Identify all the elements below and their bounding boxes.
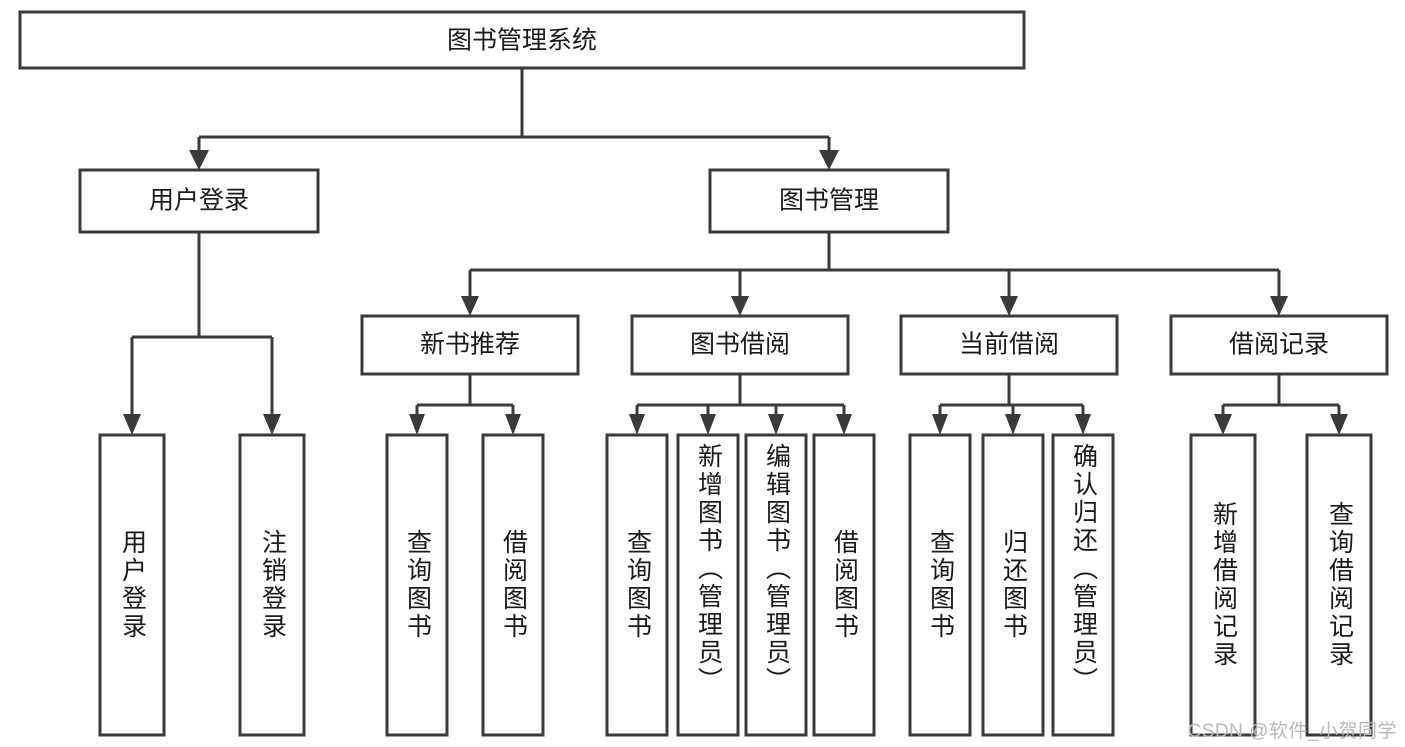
node-borrow-record-rect[interactable] [1169, 314, 1389, 376]
leaf-query-book-2-rect[interactable] [605, 433, 669, 737]
arrow-head-leaf-user-logout [263, 414, 281, 435]
node-user-login-rect[interactable] [78, 168, 320, 234]
node-current-borrow-rect[interactable] [899, 314, 1119, 376]
leaf-query-book-3-rect[interactable] [908, 433, 972, 737]
leaf-query-record-rect[interactable] [1305, 433, 1373, 737]
arrow-head-leaf-query-book-3 [932, 414, 948, 435]
node-book-manage-label: 图书管理 [779, 187, 879, 215]
arrow-head-leaf-query-book-1 [409, 414, 425, 435]
node-user-login[interactable]: 用户登录 [78, 168, 320, 234]
node-book-borrow-rect[interactable] [630, 314, 850, 376]
node-layer: 图书管理系统 用户登录 图书管理 新书推荐 图书借阅 当前 [18, 10, 1389, 737]
node-new-book-recommend-rect[interactable] [360, 314, 580, 376]
arrow-head-leaf-confirm-return [1075, 414, 1091, 435]
arrow-head-leaf-borrow-book-1 [505, 414, 521, 435]
node-borrow-record[interactable]: 借阅记录 [1169, 314, 1389, 376]
node-current-borrow-label: 当前借阅 [959, 331, 1059, 359]
leaf-return-book-rect[interactable] [981, 433, 1045, 737]
node-new-book-recommend[interactable]: 新书推荐 [360, 314, 580, 376]
leaf-query-book-1-rect[interactable] [385, 433, 449, 737]
leaf-add-record-rect[interactable] [1189, 433, 1257, 737]
arrow-head-borrow-record [1270, 296, 1288, 316]
node-book-manage-rect[interactable] [708, 168, 950, 234]
node-current-borrow[interactable]: 当前借阅 [899, 314, 1119, 376]
arrow-head-book-borrow [731, 296, 749, 316]
arrow-head-leaf-add-book [700, 414, 716, 435]
arrow-head-user-login [189, 150, 209, 170]
arrow-head-new-book-recommend [461, 296, 479, 316]
arrow-head-book-manage [819, 150, 839, 170]
node-borrow-record-label: 借阅记录 [1229, 331, 1329, 359]
arrow-head-leaf-edit-book [768, 414, 784, 435]
arrow-head-leaf-user-login [123, 414, 141, 435]
node-book-borrow[interactable]: 图书借阅 [630, 314, 850, 376]
leaf-add-book-rect[interactable] [676, 433, 740, 737]
csdn-watermark: CSDN @软件_小贺同学 [1187, 721, 1397, 742]
arrow-head-leaf-query-record [1330, 414, 1348, 435]
node-root-rect[interactable] [18, 10, 1026, 70]
leaf-confirm-return-rect[interactable] [1051, 433, 1115, 737]
arrow-head-leaf-add-record [1214, 414, 1232, 435]
arrow-head-leaf-return-book [1005, 414, 1021, 435]
leaf-rect-layer [98, 433, 1373, 737]
leaf-borrow-book-2-rect[interactable] [812, 433, 876, 737]
leaf-user-logout-rect[interactable] [238, 433, 306, 737]
arrow-head-current-borrow [1000, 296, 1018, 316]
arrow-head-leaf-borrow-book-2 [836, 414, 852, 435]
leaf-borrow-book-1-rect[interactable] [481, 433, 545, 737]
arrow-head-leaf-query-book-2 [629, 414, 645, 435]
node-user-login-label: 用户登录 [149, 187, 249, 215]
connector-layer [123, 68, 1348, 435]
node-new-book-recommend-label: 新书推荐 [420, 331, 520, 359]
node-root[interactable]: 图书管理系统 [18, 10, 1026, 70]
node-book-borrow-label: 图书借阅 [690, 331, 790, 359]
node-book-manage[interactable]: 图书管理 [708, 168, 950, 234]
leaf-user-login-rect[interactable] [98, 433, 166, 737]
leaf-edit-book-rect[interactable] [744, 433, 808, 737]
node-root-label: 图书管理系统 [447, 27, 597, 55]
